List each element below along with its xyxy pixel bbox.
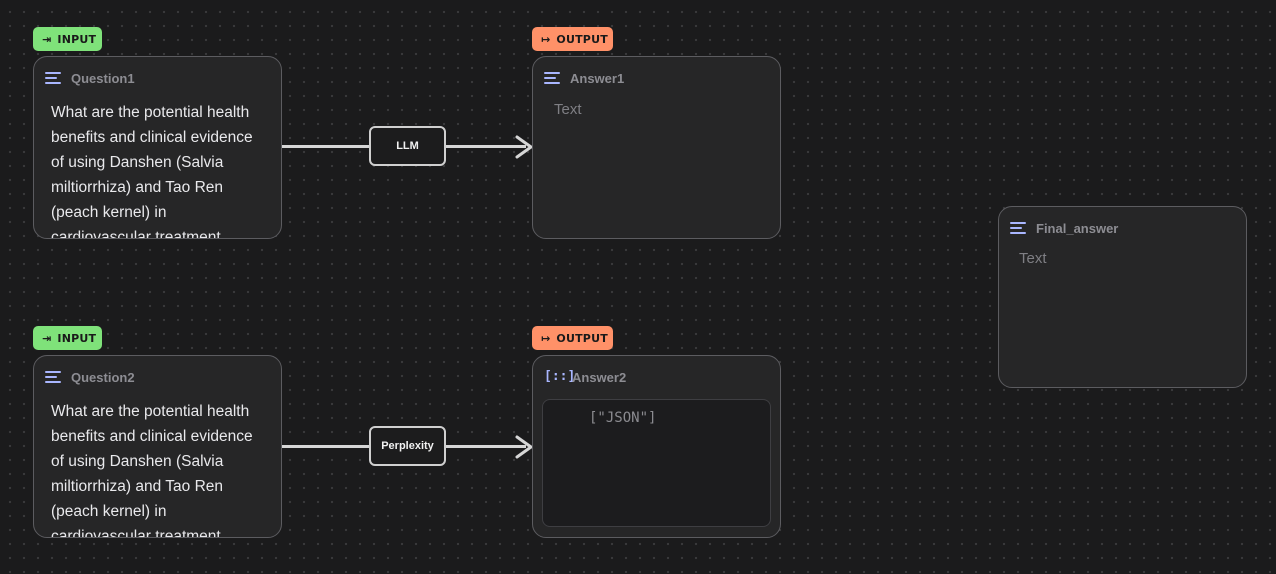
output-badge-label: OUTPUT: [556, 331, 608, 345]
arrow-out-of-bar-icon: ↦: [541, 32, 551, 46]
question1-header: Question1: [45, 69, 135, 87]
answer2-placeholder: ["JSON"]: [589, 410, 657, 426]
final-answer-header: Final_answer: [1010, 219, 1118, 237]
input-badge-2: ⇥ INPUT: [33, 326, 102, 350]
json-brackets-icon: [::]: [544, 369, 576, 384]
question2-header: Question2: [45, 368, 135, 386]
edge-label-llm[interactable]: LLM: [369, 126, 446, 166]
answer2-title: Answer2: [572, 369, 627, 385]
final-answer-title: Final_answer: [1036, 220, 1119, 236]
text-lines-icon: [544, 72, 560, 84]
question2-title: Question2: [71, 369, 135, 385]
arrow-head-icon: [515, 435, 533, 459]
answer2-header: [::] Answer2: [544, 368, 626, 386]
output-badge-1: ↦ OUTPUT: [532, 27, 613, 51]
answer2-node[interactable]: [::] Answer2 ["JSON"]: [532, 355, 781, 538]
output-badge-label: OUTPUT: [556, 32, 608, 46]
question1-text[interactable]: What are the potential health benefits a…: [51, 104, 253, 238]
question2-text[interactable]: What are the potential health benefits a…: [51, 403, 253, 537]
question1-node[interactable]: Question1 What are the potential health …: [33, 56, 282, 239]
output-badge-2: ↦ OUTPUT: [532, 326, 613, 350]
input-badge-1: ⇥ INPUT: [33, 27, 102, 51]
answer2-json-editor[interactable]: ["JSON"]: [542, 399, 771, 527]
text-lines-icon: [45, 371, 61, 383]
answer1-header: Answer1: [544, 69, 624, 87]
edge-label-perplexity[interactable]: Perplexity: [369, 426, 446, 466]
final-answer-placeholder[interactable]: Text: [1019, 250, 1047, 267]
arrow-into-bar-icon: ⇥: [42, 32, 52, 46]
question2-node[interactable]: Question2 What are the potential health …: [33, 355, 282, 538]
text-lines-icon: [1010, 222, 1026, 234]
input-badge-label: INPUT: [57, 331, 97, 345]
final-answer-node[interactable]: Final_answer Text: [998, 206, 1247, 388]
answer1-placeholder[interactable]: Text: [554, 101, 582, 118]
answer1-title: Answer1: [570, 70, 625, 86]
input-badge-label: INPUT: [57, 32, 97, 46]
text-lines-icon: [45, 72, 61, 84]
answer1-node[interactable]: Answer1 Text: [532, 56, 781, 239]
question1-title: Question1: [71, 70, 135, 86]
arrow-into-bar-icon: ⇥: [42, 331, 52, 345]
arrow-head-icon: [515, 135, 533, 159]
arrow-out-of-bar-icon: ↦: [541, 331, 551, 345]
